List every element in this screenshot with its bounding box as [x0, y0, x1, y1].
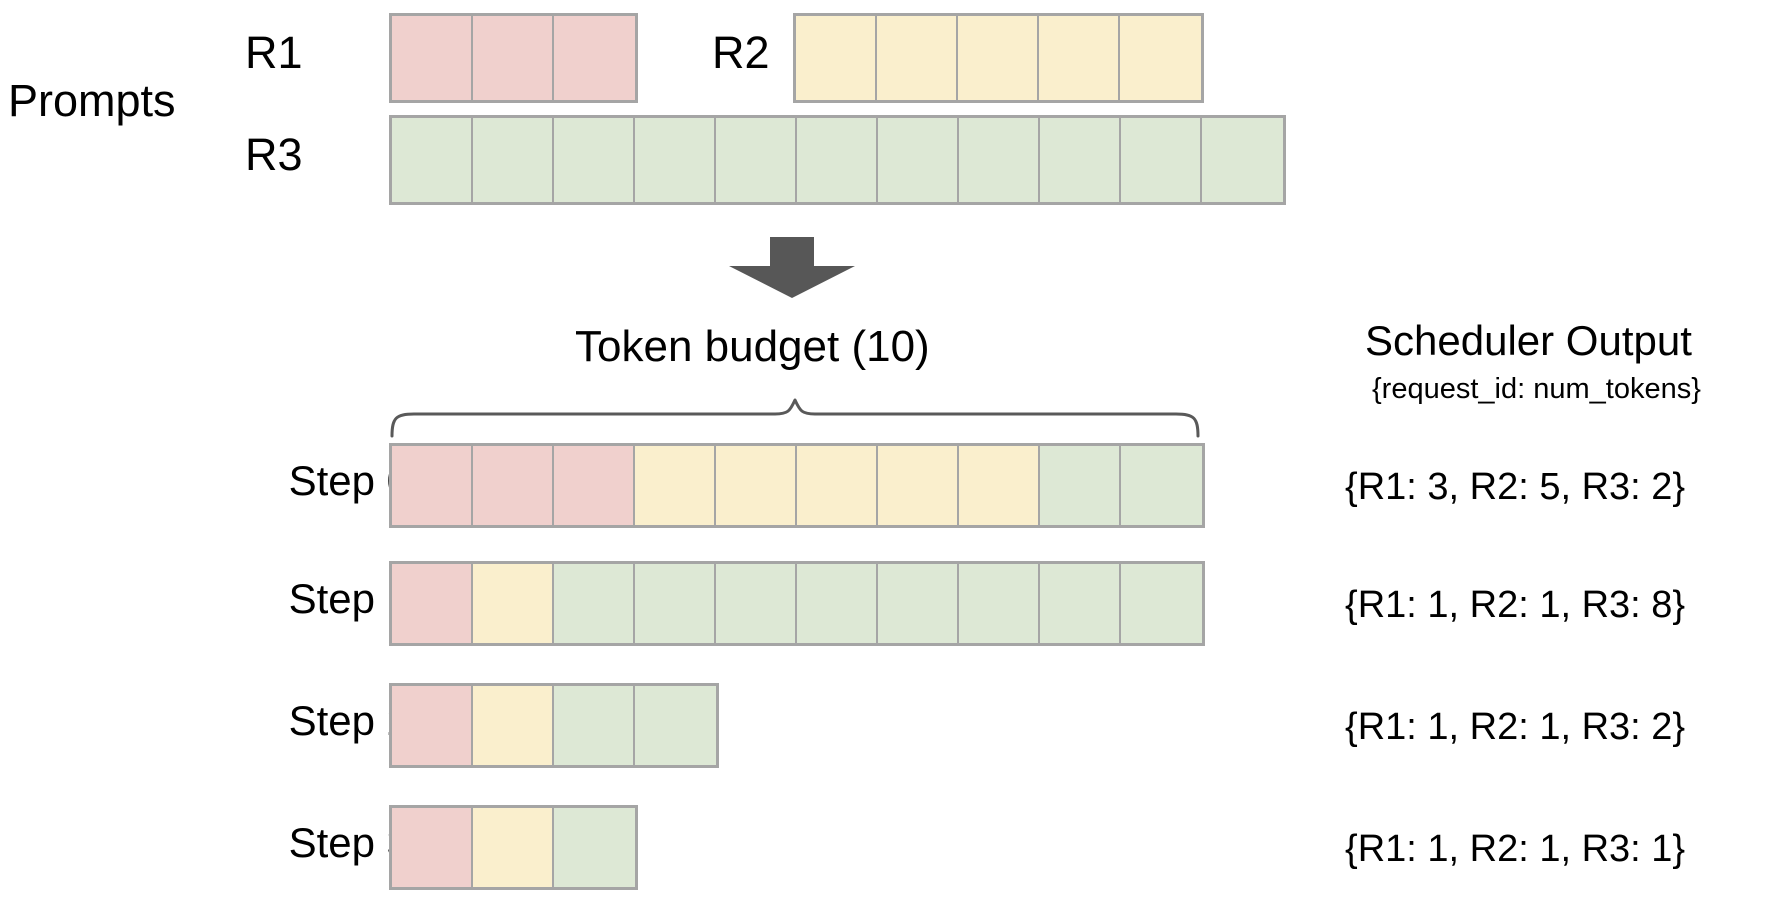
token-cell-r3 [959, 564, 1040, 643]
token-cell-r2 [1039, 16, 1120, 100]
token-cell-r1 [473, 16, 554, 100]
prompt-label-r1: R1 [245, 27, 303, 78]
prompt-row-r3 [389, 115, 1286, 205]
token-cell-r3 [554, 118, 635, 202]
token-cell-r3 [635, 118, 716, 202]
step-row-3 [389, 805, 638, 890]
token-cell-r3 [797, 564, 878, 643]
step-label-3: Step 3 [288, 819, 410, 866]
token-cell-r2 [877, 16, 958, 100]
step-label-1: Step 1 [288, 575, 410, 622]
prompt-row-r2 [793, 13, 1204, 103]
step-row-1 [389, 561, 1205, 646]
step-row-0 [389, 443, 1205, 528]
token-cell-r3 [473, 118, 554, 202]
scheduler-output-subtitle: {request_id: num_tokens} [1372, 373, 1701, 405]
token-cell-r2 [716, 446, 797, 525]
step-row-2 [389, 683, 719, 768]
token-cell-r1 [392, 808, 473, 887]
token-cell-r2 [473, 564, 554, 643]
token-cell-r3 [878, 118, 959, 202]
prompt-label-r2: R2 [712, 27, 770, 78]
token-cell-r3 [959, 118, 1040, 202]
prompts-group-label: Prompts [8, 75, 176, 126]
token-cell-r1 [473, 446, 554, 525]
token-cell-r2 [1120, 16, 1201, 100]
token-cell-r3 [878, 564, 959, 643]
token-cell-r1 [392, 16, 473, 100]
token-cell-r3 [635, 686, 716, 765]
token-cell-r2 [797, 446, 878, 525]
token-cell-r3 [635, 564, 716, 643]
token-cell-r1 [392, 686, 473, 765]
token-cell-r3 [392, 118, 473, 202]
token-cell-r1 [554, 16, 635, 100]
token-cell-r3 [554, 564, 635, 643]
token-cell-r3 [716, 564, 797, 643]
token-cell-r2 [796, 16, 877, 100]
down-arrow-icon [727, 237, 857, 299]
token-cell-r3 [1040, 564, 1121, 643]
token-cell-r1 [392, 446, 473, 525]
step-label-0: Step 0 [288, 457, 410, 504]
scheduler-output-row-0: {R1: 3, R2: 5, R3: 2} [1345, 466, 1686, 508]
token-cell-r3 [1040, 446, 1121, 525]
scheduler-output-row-1: {R1: 1, R2: 1, R3: 8} [1345, 584, 1686, 626]
curly-brace-icon [390, 398, 1200, 438]
token-cell-r3 [797, 118, 878, 202]
token-cell-r3 [554, 808, 635, 887]
token-cell-r2 [958, 16, 1039, 100]
scheduler-output-row-2: {R1: 1, R2: 1, R3: 2} [1345, 706, 1686, 748]
prompt-row-r1 [389, 13, 638, 103]
token-cell-r2 [635, 446, 716, 525]
step-label-2: Step 2 [288, 697, 410, 744]
token-cell-r2 [473, 686, 554, 765]
token-cell-r3 [1121, 564, 1202, 643]
token-cell-r1 [554, 446, 635, 525]
token-cell-r3 [1121, 118, 1202, 202]
token-cell-r1 [392, 564, 473, 643]
token-cell-r3 [1040, 118, 1121, 202]
token-cell-r3 [716, 118, 797, 202]
token-cell-r3 [1121, 446, 1202, 525]
token-cell-r3 [554, 686, 635, 765]
token-cell-r2 [959, 446, 1040, 525]
prompt-label-r3: R3 [245, 129, 303, 180]
scheduler-output-title: Scheduler Output [1365, 317, 1692, 364]
token-cell-r2 [473, 808, 554, 887]
token-cell-r3 [1202, 118, 1283, 202]
token-cell-r2 [878, 446, 959, 525]
token-budget-label: Token budget (10) [575, 322, 930, 371]
scheduler-output-row-3: {R1: 1, R2: 1, R3: 1} [1345, 828, 1686, 870]
